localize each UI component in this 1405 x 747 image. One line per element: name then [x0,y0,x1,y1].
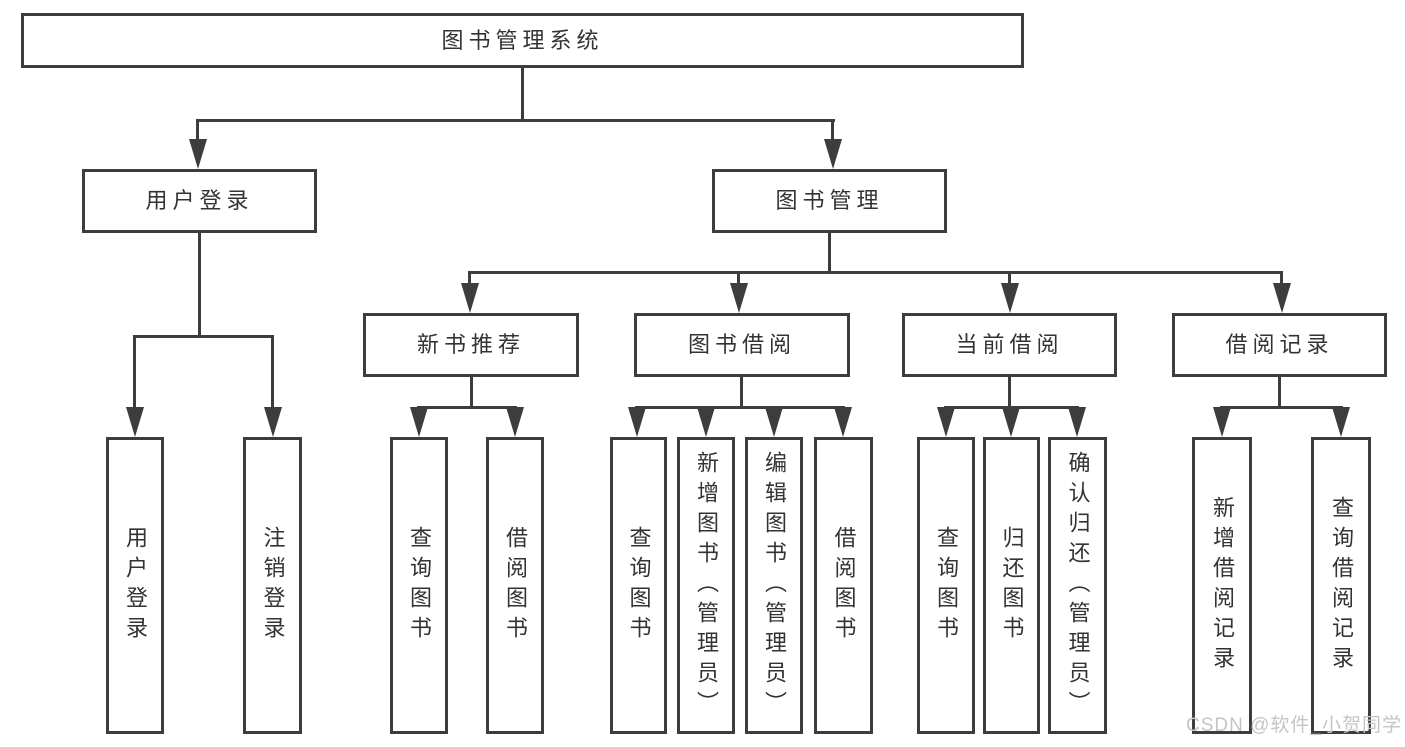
leaf-query-borrow-record: 查询借阅记录 [1311,437,1371,734]
arrow-down-icon [1332,407,1350,437]
arrow-down-icon [1001,283,1019,313]
node-book-borrowing: 图书借阅 [634,313,850,377]
arrow-down-icon [697,407,715,437]
leaf-query-books-recommend: 查询图书 [390,437,448,734]
connector-vline [468,271,471,289]
node-borrowing-records: 借阅记录 [1172,313,1387,377]
node-label: 借阅记录 [1225,332,1334,357]
connector-vline [1278,377,1281,408]
leaf-borrow-books: 借阅图书 [814,437,873,734]
connector-vline [828,233,831,274]
connector-vline [1008,271,1011,289]
connector-vline [470,377,473,408]
node-label: 用户登录 [145,188,254,213]
connector-hline [635,406,845,409]
connector-hline [133,335,274,338]
arrow-down-icon [461,283,479,313]
leaf-add-book-admin: 新增图书（管理员） [677,437,735,734]
watermark: CSDN @软件_小贺同学 [1186,715,1402,736]
node-root-system: 图书管理系统 [21,13,1024,68]
node-user-login: 用户登录 [82,169,317,233]
arrow-down-icon [1002,407,1020,437]
connector-vline [271,335,274,431]
leaf-logout: 注销登录 [243,437,302,734]
node-current-borrowing: 当前借阅 [902,313,1117,377]
node-label: 图书管理 [775,188,884,213]
leaf-label: 用户登录 [123,525,148,646]
leaf-label: 新增图书（管理员） [694,450,719,721]
arrow-down-icon [628,407,646,437]
arrow-down-icon [410,407,428,437]
leaf-label: 借阅图书 [503,525,528,646]
connector-vline [521,68,524,119]
leaf-label: 新增借阅记录 [1210,495,1235,676]
leaf-edit-book-admin: 编辑图书（管理员） [745,437,803,734]
leaf-label: 借阅图书 [831,525,857,646]
arrow-down-icon [824,139,842,169]
connector-vline [133,335,136,431]
leaf-label: 查询图书 [626,525,652,646]
leaf-label: 查询图书 [934,525,959,646]
leaf-add-borrow-record: 新增借阅记录 [1192,437,1252,734]
node-new-book-recommendation: 新书推荐 [363,313,579,377]
arrow-down-icon [937,407,955,437]
node-book-management: 图书管理 [712,169,947,233]
node-label: 当前借阅 [955,332,1064,357]
connector-hline [417,406,517,409]
leaf-label: 归还图书 [999,525,1025,646]
arrow-down-icon [834,407,852,437]
node-label: 新书推荐 [416,332,525,357]
arrow-down-icon [506,407,524,437]
leaf-label: 确认归还（管理员） [1065,450,1091,721]
leaf-label: 编辑图书（管理员） [762,450,787,721]
connector-vline [1280,271,1283,289]
arrow-down-icon [264,407,282,437]
leaf-query-books-current: 查询图书 [917,437,975,734]
leaf-user-login: 用户登录 [106,437,164,734]
arrow-down-icon [189,139,207,169]
connector-vline [737,271,740,289]
node-label: 图书管理系统 [441,27,604,53]
leaf-return-books: 归还图书 [983,437,1040,734]
arrow-down-icon [765,407,783,437]
leaf-label: 查询借阅记录 [1329,495,1354,676]
connector-hline [196,119,835,122]
connector-vline [198,233,201,336]
connector-vline [740,377,743,408]
connector-hline [468,271,1283,274]
connector-vline [1008,377,1011,408]
arrow-down-icon [1213,407,1231,437]
connector-hline [1220,406,1343,409]
leaf-borrow-books-recommend: 借阅图书 [486,437,544,734]
arrow-down-icon [1068,407,1086,437]
arrow-down-icon [126,407,144,437]
node-label: 图书借阅 [687,332,796,357]
arrow-down-icon [1273,283,1291,313]
leaf-label: 注销登录 [260,525,286,646]
leaf-query-books-borrowing: 查询图书 [610,437,667,734]
leaf-confirm-return-admin: 确认归还（管理员） [1048,437,1107,734]
arrow-down-icon [730,283,748,313]
leaf-label: 查询图书 [407,525,432,646]
